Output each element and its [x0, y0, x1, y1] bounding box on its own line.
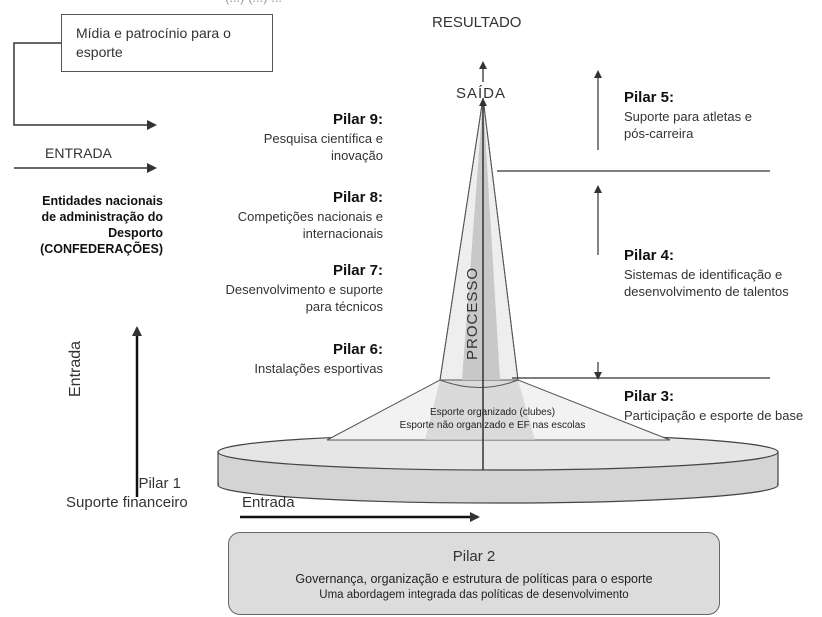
- base-trapezoid: [326, 379, 671, 441]
- pilar3-title: Pilar 3:: [624, 388, 675, 405]
- pilar8-block: Pilar 8: Competições nacionais e interna…: [190, 189, 383, 242]
- pilar2-line2: Uma abordagem integrada das políticas de…: [319, 589, 629, 601]
- pilar2-box: Pilar 2 Governança, organização e estrut…: [228, 532, 720, 615]
- pilar7-block: Pilar 7: Desenvolvimento e suporte para …: [190, 262, 383, 315]
- pilar7-title: Pilar 7:: [332, 262, 383, 279]
- pilar4-line2: desenvolvimento de talentos: [624, 283, 789, 299]
- media-connector-arrow: [13, 42, 157, 130]
- pilar1-title: Pilar 1: [138, 475, 181, 492]
- base-label-line2: Esporte não organizado e EF nas escolas: [399, 420, 586, 431]
- pilar2-title: Pilar 2: [452, 548, 496, 565]
- resultado-label: RESULTADO: [432, 14, 522, 31]
- pilar5-title: Pilar 5:: [624, 89, 675, 106]
- entidades-block: Entidades nacionais de administração do …: [0, 193, 163, 257]
- pilar5-line1: Suporte para atletas e: [624, 108, 752, 124]
- pilar9-block: Pilar 9: Pesquisa científica e inovação: [190, 111, 383, 164]
- pilar4-line1: Sistemas de identificação e: [624, 266, 783, 282]
- pilar9-line1: Pesquisa científica e: [263, 130, 383, 146]
- pilar4-title: Pilar 4:: [624, 247, 675, 264]
- pilar6-title: Pilar 6:: [332, 341, 383, 358]
- media-box-text: Mídia e patrocínio para o esporte: [76, 24, 268, 62]
- media-box-line2: esporte: [76, 44, 123, 60]
- base-label-line1: Esporte organizado (clubes): [429, 407, 556, 418]
- pilar9-line2: inovação: [330, 147, 383, 163]
- pilar2-line1: Governança, organização e estrutura de p…: [295, 572, 653, 586]
- pilar3-desc: Participação e esporte de base: [624, 407, 804, 423]
- pilar5-block: Pilar 5: Suporte para atletas e pós-carr…: [624, 89, 752, 142]
- pilar7-line2: para técnicos: [305, 298, 383, 314]
- pilar1-desc: Suporte financeiro: [66, 494, 188, 511]
- media-sponsorship-box: Mídia e patrocínio para o esporte: [61, 14, 273, 72]
- pilar8-line2: internacionais: [302, 225, 383, 241]
- pilar4-block: Pilar 4: Sistemas de identificação e des…: [624, 247, 789, 300]
- pilar3-block: Pilar 3: Participação e esporte de base: [624, 388, 803, 424]
- media-box-line1: Mídia e patrocínio para o: [76, 25, 231, 41]
- pilar8-line1: Competições nacionais e: [237, 208, 383, 224]
- pilar5-line2: pós-carreira: [624, 125, 694, 141]
- entidades-line3: Desporto: [108, 226, 163, 240]
- base-disc: [217, 433, 779, 504]
- entidades-line2: de administração do: [41, 210, 163, 224]
- saida-label: SAÍDA: [456, 85, 507, 102]
- entidades-line4: (CONFEDERAÇÕES): [40, 242, 163, 256]
- pilar1-block: Pilar 1: [40, 474, 181, 494]
- top-cut-text: (...) (...) ...: [225, 0, 282, 6]
- pilar7-line1: Desenvolvimento e suporte: [225, 281, 383, 297]
- pilar8-title: Pilar 8:: [332, 189, 383, 206]
- entidades-line1: Entidades nacionais: [42, 194, 163, 208]
- entrada-upper-label: ENTRADA: [45, 145, 112, 161]
- pilar6-block: Pilar 6: Instalações esportivas: [190, 341, 383, 377]
- base-labels: Esporte organizado (clubes) Esporte não …: [370, 406, 615, 432]
- entrada-horizontal-label: Entrada: [242, 494, 295, 511]
- process-cone: [439, 97, 519, 381]
- entrada-vertical-label: Entrada: [67, 341, 84, 397]
- processo-label: PROCESSO: [464, 267, 481, 360]
- pilar6-desc: Instalações esportivas: [254, 360, 383, 376]
- pilar9-title: Pilar 9:: [332, 111, 383, 128]
